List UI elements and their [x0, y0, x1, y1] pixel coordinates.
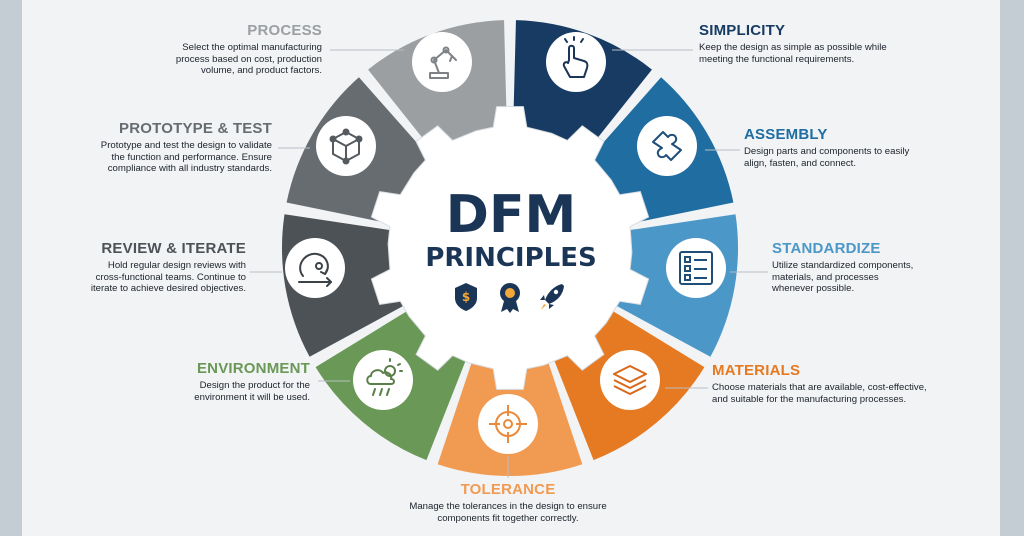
description-environment: Design the product for the environment i… [194, 380, 310, 403]
description-simplicity: Keep the design as simple as possible wh… [699, 42, 887, 65]
heading-review-iterate: REVIEW & ITERATE [101, 240, 246, 257]
description-tolerance: Manage the tolerances in the design to e… [409, 501, 607, 524]
principle-prototype-test: PROTOTYPE & TEST Prototype and test the … [98, 120, 272, 175]
award-icon [500, 283, 520, 313]
principle-review-iterate: REVIEW & ITERATE Hold regular design rev… [88, 240, 246, 295]
heading-assembly: ASSEMBLY [744, 126, 828, 143]
principle-process: PROCESS Select the optimal manufacturing… [150, 22, 322, 77]
heading-prototype-test: PROTOTYPE & TEST [119, 120, 272, 137]
heading-materials: MATERIALS [712, 362, 801, 379]
description-materials: Choose materials that are available, cos… [712, 382, 927, 405]
heading-standardize: STANDARDIZE [772, 240, 881, 257]
title-line-1: DFM [446, 185, 576, 245]
money-shield-icon: $ [455, 283, 477, 311]
puzzle-icon [637, 116, 697, 176]
connector-lines [250, 49, 768, 478]
principle-standardize: STANDARDIZE Utilize standardized compone… [772, 240, 922, 295]
robot-arm-icon [412, 32, 472, 92]
weather-icon [353, 350, 413, 410]
principle-simplicity: SIMPLICITY Keep the design as simple as … [699, 22, 919, 65]
description-standardize: Utilize standardized components, materia… [772, 260, 914, 295]
principle-materials: MATERIALS Choose materials that are avai… [712, 362, 927, 405]
svg-text:$: $ [462, 290, 470, 304]
title-line-2: PRINCIPLES [425, 243, 596, 273]
gear-shape [370, 106, 650, 390]
description-prototype-test: Prototype and test the design to validat… [100, 140, 272, 175]
description-assembly: Design parts and components to easily al… [744, 146, 910, 169]
icon-circles [285, 32, 726, 454]
principle-assembly: ASSEMBLY Design parts and components to … [744, 126, 919, 169]
crosshair-icon [478, 394, 538, 454]
center-gear: DFM PRINCIPLES $ [370, 106, 650, 390]
heading-environment: ENVIRONMENT [196, 360, 310, 377]
description-review-iterate: Hold regular design reviews with cross-f… [90, 260, 246, 295]
principle-tolerance: TOLERANCE Manage the tolerances in the d… [408, 481, 608, 524]
cycle-arrow-icon [285, 238, 345, 298]
rocket-icon [540, 284, 564, 310]
heading-process: PROCESS [247, 22, 322, 39]
heading-simplicity: SIMPLICITY [699, 22, 786, 39]
cube-icon [316, 116, 376, 176]
hand-icon [546, 32, 606, 92]
layers-icon [600, 350, 660, 410]
description-process: Select the optimal manufacturing process… [175, 42, 322, 77]
heading-tolerance: TOLERANCE [460, 481, 556, 498]
checklist-icon [666, 238, 726, 298]
principle-environment: ENVIRONMENT Design the product for the e… [150, 360, 310, 403]
